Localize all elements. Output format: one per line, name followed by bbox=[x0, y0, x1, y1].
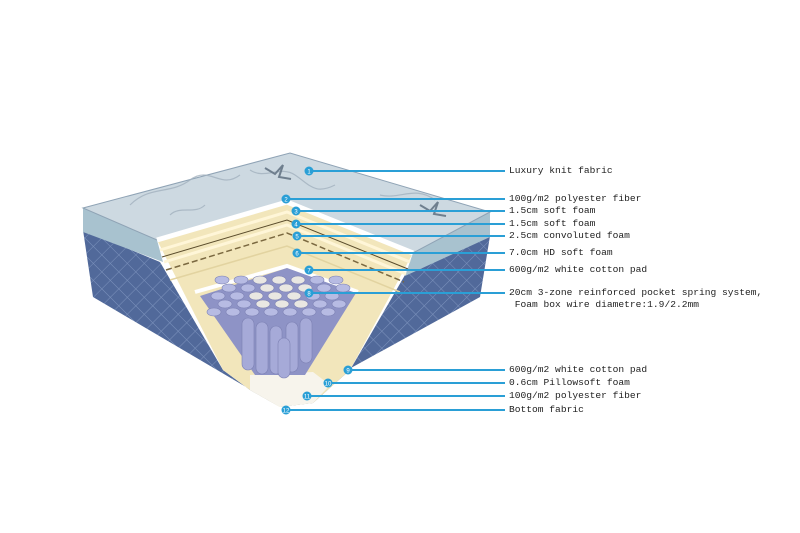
spring-top bbox=[267, 291, 283, 301]
spring-top bbox=[221, 283, 237, 293]
spring-top bbox=[293, 299, 309, 309]
callout-marker bbox=[281, 405, 291, 415]
callout-marker bbox=[281, 194, 291, 204]
spring-top bbox=[217, 299, 233, 309]
callout-number: 1 bbox=[307, 169, 311, 175]
left-pillow-band bbox=[83, 208, 163, 262]
pocket-spring-coil bbox=[299, 317, 313, 364]
callout-2: 2 bbox=[281, 194, 505, 204]
spring-top bbox=[244, 307, 260, 317]
spring-top bbox=[263, 307, 279, 317]
spring-top bbox=[210, 291, 226, 301]
spring-top bbox=[290, 275, 306, 285]
spring-top bbox=[278, 283, 294, 293]
spring-top bbox=[328, 275, 344, 285]
spring-top bbox=[312, 299, 328, 309]
spring-top bbox=[255, 299, 271, 309]
callout-number: 9 bbox=[346, 368, 350, 374]
callout-marker bbox=[292, 231, 302, 241]
spring-top bbox=[271, 275, 287, 285]
callout-number: 10 bbox=[325, 381, 332, 387]
callout-label: 100g/m2 polyester fiber bbox=[509, 390, 642, 401]
callout-number: 2 bbox=[284, 197, 288, 203]
callout-8: 8 bbox=[304, 288, 505, 298]
callout-3: 3 bbox=[291, 206, 505, 216]
spring-top bbox=[206, 307, 222, 317]
callout-marker bbox=[323, 378, 333, 388]
spring-top bbox=[309, 275, 325, 285]
callout-12: 12 bbox=[281, 405, 505, 415]
callout-number: 12 bbox=[283, 408, 290, 414]
callout-label: 0.6cm Pillowsoft foam bbox=[509, 377, 630, 388]
callout-label: Bottom fabric bbox=[509, 404, 584, 415]
callout-number: 11 bbox=[304, 394, 311, 400]
callout-number: 4 bbox=[294, 222, 298, 228]
callout-label: 1.5cm soft foam bbox=[509, 218, 596, 229]
callout-5: 5 bbox=[292, 231, 505, 241]
callout-4: 4 bbox=[291, 219, 505, 229]
callout-marker bbox=[291, 206, 301, 216]
callout-marker bbox=[304, 166, 314, 176]
spring-top bbox=[274, 299, 290, 309]
spring-top bbox=[225, 307, 241, 317]
callout-number: 8 bbox=[307, 291, 311, 297]
spring-top bbox=[248, 291, 264, 301]
callout-number: 5 bbox=[295, 234, 299, 240]
right-pillow-band bbox=[405, 212, 490, 276]
callout-marker bbox=[302, 391, 312, 401]
callout-marker bbox=[291, 219, 301, 229]
spring-top bbox=[335, 283, 351, 293]
spring-top bbox=[331, 299, 347, 309]
callout-label: 600g/m2 white cotton pad bbox=[509, 264, 648, 275]
callout-number: 3 bbox=[294, 209, 298, 215]
bottom-cotton-pad bbox=[250, 372, 330, 407]
callout-label: 600g/m2 white cotton pad bbox=[509, 364, 648, 375]
callout-1: 1 bbox=[304, 166, 505, 176]
callout-11: 11 bbox=[302, 391, 505, 401]
pocket-spring-coil bbox=[255, 321, 269, 375]
left-side-fabric bbox=[83, 230, 280, 407]
callout-label: 20cm 3-zone reinforced pocket spring sys… bbox=[509, 287, 763, 310]
callout-marker bbox=[343, 365, 353, 375]
spring-top bbox=[301, 307, 317, 317]
callout-10: 10 bbox=[323, 378, 505, 388]
spring-top bbox=[259, 283, 275, 293]
spring-top bbox=[282, 307, 298, 317]
spring-top bbox=[229, 291, 245, 301]
callout-label: 2.5cm convoluted foam bbox=[509, 230, 630, 241]
spring-top bbox=[236, 299, 252, 309]
spring-top bbox=[316, 283, 332, 293]
pocket-spring-coil bbox=[241, 317, 255, 371]
callout-6: 6 bbox=[292, 248, 505, 258]
spring-top bbox=[233, 275, 249, 285]
spring-top bbox=[320, 307, 336, 317]
callout-number: 6 bbox=[295, 251, 299, 257]
callout-marker bbox=[304, 288, 314, 298]
right-side-fabric bbox=[280, 236, 490, 407]
spring-top bbox=[286, 291, 302, 301]
callout-marker bbox=[292, 248, 302, 258]
spring-top bbox=[214, 275, 230, 285]
callout-9: 9 bbox=[343, 365, 505, 375]
callout-7: 7 bbox=[304, 265, 505, 275]
callout-label: Luxury knit fabric bbox=[509, 165, 613, 176]
spring-top bbox=[252, 275, 268, 285]
callout-label: 7.0cm HD soft foam bbox=[509, 247, 613, 258]
callout-label: 100g/m2 polyester fiber bbox=[509, 193, 642, 204]
spring-top bbox=[240, 283, 256, 293]
callout-marker bbox=[304, 265, 314, 275]
callout-number: 7 bbox=[307, 268, 311, 274]
pocket-spring-coil bbox=[277, 337, 291, 379]
callout-label: 1.5cm soft foam bbox=[509, 205, 596, 216]
